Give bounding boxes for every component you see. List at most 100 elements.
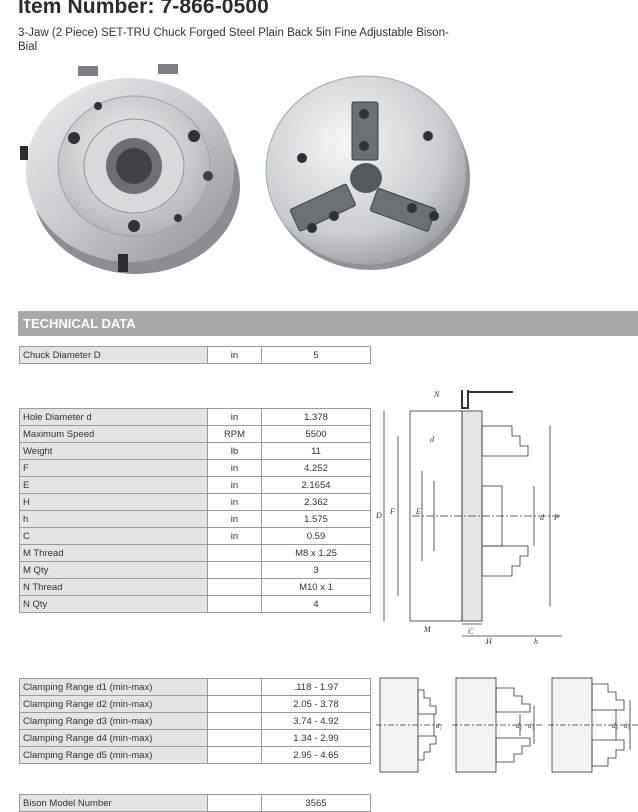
row-label: Clamping Range d3 (min-max) <box>19 712 208 730</box>
row-label: Clamping Range d4 (min-max) <box>19 729 208 747</box>
row-unit: in <box>207 510 262 528</box>
label-H: H <box>485 637 493 646</box>
label-d3: d₃ <box>528 722 535 730</box>
technical-data-title: TECHNICAL DATA <box>23 316 136 331</box>
row-value: 3.74 - 4.92 <box>261 712 371 730</box>
row-unit <box>207 746 262 764</box>
row-value: 5500 <box>261 425 371 443</box>
row-value: 2.362 <box>261 493 371 511</box>
label-h: h <box>534 637 538 646</box>
row-unit <box>207 561 262 579</box>
row-value: 1.378 <box>261 408 371 426</box>
chuck-photo-front <box>265 75 470 270</box>
clamping-range-table: Clamping Range d1 (min-max) .118 - 1.97 C… <box>19 678 371 764</box>
row-value: 2.1654 <box>261 476 371 494</box>
model-number-table: Bison Model Number 3565 <box>19 794 371 812</box>
table-row: Clamping Range d5 (min-max) 2.95 - 4.65 <box>19 746 371 764</box>
row-label: C <box>19 527 208 545</box>
row-value: 2.95 - 4.65 <box>261 746 371 764</box>
table-row: N Qty 4 <box>19 595 371 613</box>
label-d1: d₁ <box>436 722 442 730</box>
row-unit <box>207 695 262 713</box>
row-label: Bison Model Number <box>19 794 208 812</box>
table-row: Bison Model Number 3565 <box>19 794 371 812</box>
label-d2: d₂ <box>516 722 523 730</box>
row-label: H <box>19 493 208 511</box>
clamping-range-drawing: d₁ d₂ d₃ d₄ d₅ <box>376 677 638 773</box>
row-value: 0.59 <box>261 527 371 545</box>
row-unit: in <box>207 493 262 511</box>
row-value: 3 <box>261 561 371 579</box>
row-unit <box>207 544 262 562</box>
row-unit <box>207 794 262 812</box>
row-label: E <box>19 476 208 494</box>
row-unit: in <box>207 346 262 364</box>
row-label: M Qty <box>19 561 208 579</box>
row-unit <box>207 595 262 613</box>
row-unit: in <box>207 476 262 494</box>
chuck-photo-back <box>20 64 240 274</box>
label-d5: d₅ <box>624 722 631 730</box>
table-row: Clamping Range d4 (min-max) 1.34 - 2.99 <box>19 729 371 747</box>
row-value: 5 <box>261 346 371 364</box>
row-unit: RPM <box>207 425 262 443</box>
label-P: P <box>553 513 559 522</box>
row-value: 2.05 - 3.78 <box>261 695 371 713</box>
table-row: N Thread M10 x 1 <box>19 578 371 596</box>
item-number-title: Item Number: 7-866-0500 <box>18 0 269 18</box>
row-unit: lb <box>207 442 262 460</box>
row-label: M Thread <box>19 544 208 562</box>
row-value: M8 x 1.25 <box>261 544 371 562</box>
row-label: N Thread <box>19 578 208 596</box>
label-C: C <box>468 627 474 636</box>
table-row: M Qty 3 <box>19 561 371 579</box>
row-unit: in <box>207 527 262 545</box>
label-M: M <box>423 625 432 634</box>
table-row: Clamping Range d2 (min-max) 2.05 - 3.78 <box>19 695 371 713</box>
label-d4: d₄ <box>612 722 619 730</box>
table-row: Clamping Range d1 (min-max) .118 - 1.97 <box>19 678 371 696</box>
row-unit <box>207 729 262 747</box>
row-unit: in <box>207 459 262 477</box>
product-description: 3-Jaw (2 Piece) SET-TRU Chuck Forged Ste… <box>18 27 449 53</box>
row-unit <box>207 578 262 596</box>
row-label: Chuck Diameter D <box>19 346 208 364</box>
label-F: F <box>389 507 395 516</box>
table-row: Chuck Diameter D in 5 <box>19 346 371 364</box>
technical-data-header: TECHNICAL DATA <box>18 311 638 336</box>
row-value: .118 - 1.97 <box>261 678 371 696</box>
row-label: Maximum Speed <box>19 425 208 443</box>
row-unit <box>207 678 262 696</box>
row-unit: in <box>207 408 262 426</box>
row-label: Clamping Range d1 (min-max) <box>19 678 208 696</box>
table-row: M Thread M8 x 1.25 <box>19 544 371 562</box>
row-label: Hole Diameter d <box>19 408 208 426</box>
chuck-diameter-table: Chuck Diameter D in 5 <box>19 346 371 364</box>
row-label: h <box>19 510 208 528</box>
row-label: Clamping Range d5 (min-max) <box>19 746 208 764</box>
label-N: N <box>433 390 440 399</box>
row-value: 3565 <box>261 794 371 812</box>
row-unit <box>207 712 262 730</box>
row-value: 1.34 - 2.99 <box>261 729 371 747</box>
row-value: 4 <box>261 595 371 613</box>
row-label: Weight <box>19 442 208 460</box>
chuck-section-drawing: N D F E d d P M C H h <box>375 390 562 646</box>
row-label: Clamping Range d2 (min-max) <box>19 695 208 713</box>
label-D: D <box>375 511 382 520</box>
row-value: 1.575 <box>261 510 371 528</box>
label-d-right: d <box>540 513 545 522</box>
row-value: 11 <box>261 442 371 460</box>
row-label: N Qty <box>19 595 208 613</box>
row-value: 4.252 <box>261 459 371 477</box>
row-value: M10 x 1 <box>261 578 371 596</box>
